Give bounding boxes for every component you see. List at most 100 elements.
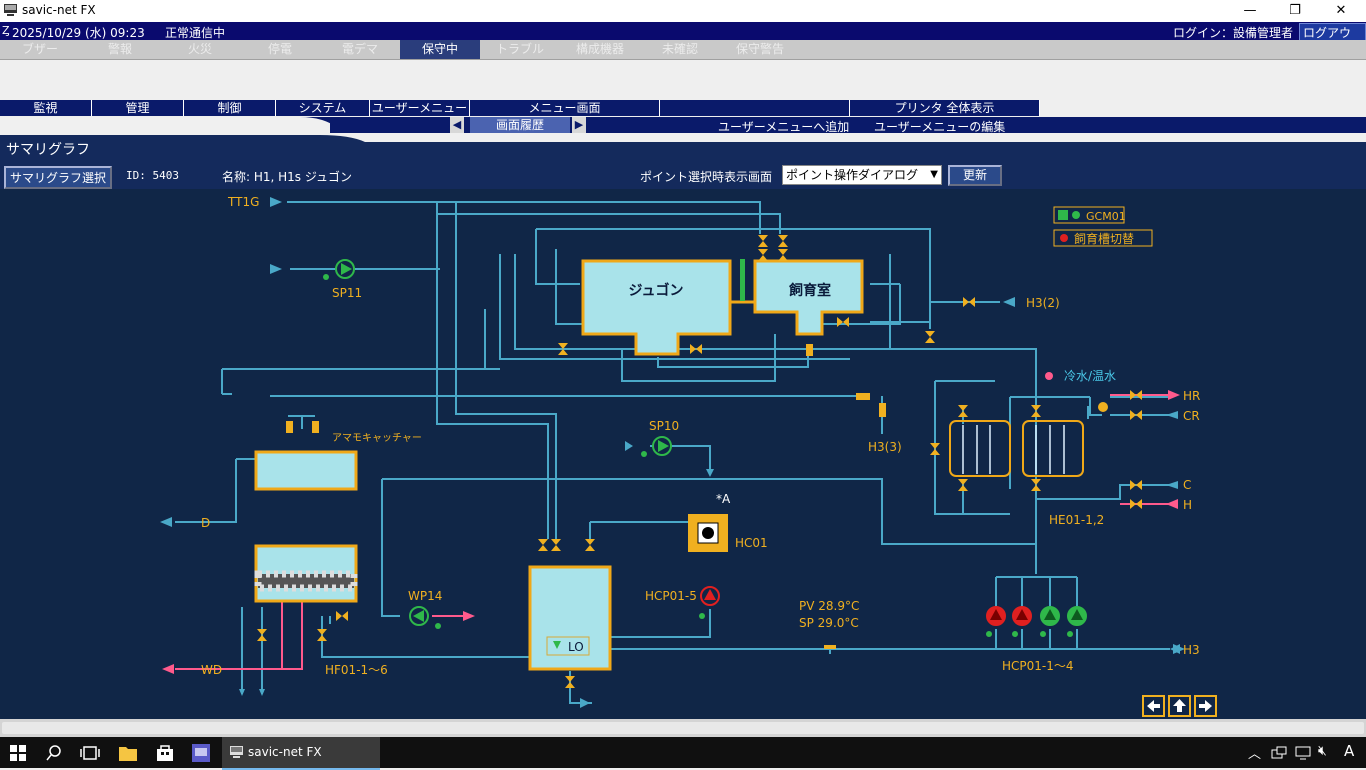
label-pv: PV 28.9°C (799, 599, 859, 613)
window-titlebar: savic-net FX — ❐ ✕ (0, 0, 1366, 22)
pump-hcp01-5[interactable] (699, 586, 720, 619)
menu-monitor[interactable]: 監視 (0, 100, 92, 116)
label-tt1g: TT1G (227, 195, 259, 209)
label-wd: WD (201, 663, 222, 677)
pump-hcp01-3[interactable] (1040, 606, 1060, 637)
alarm-tab-alarm[interactable]: 警報 (107, 42, 132, 56)
nav-right-button[interactable] (1194, 695, 1217, 717)
graph-name: 名称: H1, H1s ジュゴン (222, 170, 353, 184)
menu-manage[interactable]: 管理 (92, 100, 184, 116)
message-area (0, 60, 1366, 100)
taskbar-app-label: savic-net FX (248, 745, 322, 759)
controller-hc01[interactable] (688, 514, 728, 552)
point-display-select[interactable]: ポイント操作ダイアログ ▼ (782, 165, 942, 185)
label-h: H (1183, 498, 1192, 512)
add-user-menu-link[interactable]: ユーザーメニューへ追加 (718, 120, 850, 134)
horizontal-scrollbar[interactable] (0, 719, 1366, 737)
alarm-tab-maintenance[interactable]: 保守中 (400, 40, 480, 59)
chill-indicator-icon (1045, 372, 1053, 380)
signal-icon: Ȥ (2, 24, 10, 37)
store-icon[interactable] (156, 744, 174, 762)
search-icon[interactable] (46, 745, 62, 761)
pump-sp10[interactable] (641, 436, 672, 457)
heat-exchanger (949, 420, 1084, 477)
legend-gcm01: GCM01 (1086, 210, 1126, 223)
menu-menu-screen[interactable]: メニュー画面 (470, 100, 660, 116)
page-title: サマリグラフ (6, 142, 90, 158)
graph-toolbar: サマリグラフ選択 ID: 5403 名称: H1, H1s ジュゴン ポイント選… (0, 161, 1366, 189)
app-icon (4, 4, 17, 16)
tank-dugong-label: ジュゴン (628, 282, 683, 299)
history-back-icon[interactable]: ◀ (450, 117, 464, 133)
point-display-label: ポイント選択時表示画面 (640, 170, 773, 184)
label-wp14: WP14 (408, 589, 442, 603)
plant-diagram: ジュゴン 飼育室 LO (0, 189, 1366, 719)
plant-diagram-svg: ジュゴン 飼育室 LO (160, 195, 1217, 717)
label-hf01: HF01-1～6 (325, 663, 388, 677)
scrollbar-thumb[interactable] (2, 722, 1364, 734)
summary-select-button[interactable]: サマリグラフ選択 (4, 166, 113, 189)
display-icon[interactable] (1295, 746, 1311, 760)
label-hcp01-5: HCP01-5 (645, 589, 697, 603)
point-display-value: ポイント操作ダイアログ (786, 168, 919, 182)
legend-switch: 飼育槽切替 (1074, 231, 1134, 246)
alarm-tab-demand[interactable]: 電デマ (341, 42, 378, 56)
flow-arrows (160, 197, 1185, 708)
taskbar-app-savic[interactable]: savic-net FX (222, 737, 380, 770)
savic-app-icon (230, 746, 243, 758)
label-sp10: SP10 (649, 419, 679, 433)
menu-empty[interactable] (660, 100, 850, 116)
ime-indicator[interactable]: A (1344, 742, 1355, 760)
tray-chevron-icon[interactable]: ︿ (1248, 747, 1262, 762)
pump-hcp01-2[interactable] (1012, 606, 1032, 637)
pump-sp11[interactable] (323, 259, 355, 280)
menu-system[interactable]: システム (276, 100, 370, 116)
sub-toolbar-dark: ◀ 画面履歴 ▶ ユーザーメニューへ追加 ユーザーメニューの編集 (330, 117, 1366, 134)
history-forward-icon[interactable]: ▶ (572, 117, 586, 133)
chevron-down-icon: ▼ (930, 169, 938, 180)
label-star-a: *A (716, 492, 731, 506)
nav-left-button[interactable] (1142, 695, 1165, 717)
minimize-button[interactable]: — (1243, 3, 1257, 18)
nav-up-button[interactable] (1168, 695, 1191, 717)
task-view-icon[interactable] (80, 745, 100, 761)
label-chill: 冷水/温水 (1064, 369, 1116, 383)
history-button[interactable]: 画面履歴 (470, 117, 570, 133)
pump-hcp01-4[interactable] (1067, 606, 1087, 637)
alarm-tab-unconfirmed[interactable]: 未確認 (661, 42, 698, 56)
label-amamo: アマモキャッチャー (332, 432, 422, 444)
alarm-tab-buzzer[interactable]: ブザー (21, 42, 58, 56)
file-explorer-icon[interactable] (119, 745, 137, 761)
label-c: C (1183, 478, 1191, 492)
windows-start-icon[interactable] (10, 745, 26, 761)
volume-icon[interactable]: 🔇︎ (1318, 743, 1327, 759)
alarm-tab-fire[interactable]: 火災 (187, 42, 212, 56)
alarm-tab-components[interactable]: 構成機器 (575, 42, 624, 56)
menu-curve-decoration (300, 117, 380, 135)
graph-id: ID: 5403 (126, 169, 179, 182)
menu-control[interactable]: 制御 (184, 100, 276, 116)
edit-user-menu-link[interactable]: ユーザーメニューの編集 (874, 120, 1006, 134)
level-lo-label: LO (568, 640, 584, 654)
label-h3-3: H3(3) (868, 440, 902, 454)
main-menu: 監視 管理 制御 システム ユーザーメニュー メニュー画面 プリンタ 全体表示 (0, 100, 1366, 117)
alarm-tab-maintenance-warning[interactable]: 保守警告 (735, 42, 784, 56)
taskbar: savic-net FX ︿ 🔇︎ A (0, 737, 1366, 770)
pink-arrows (162, 390, 1180, 674)
label-cr: CR (1183, 409, 1200, 423)
status-bar: Ȥ 2025/10/29 (水) 09:23 正常通信中 ログイン：設備管理者 … (0, 22, 1366, 59)
maximize-button[interactable]: ❐ (1289, 3, 1301, 18)
menu-printer-overview[interactable]: プリンタ 全体表示 (850, 100, 1040, 116)
menu-user-menu[interactable]: ユーザーメニュー (370, 100, 470, 116)
close-button[interactable]: ✕ (1335, 3, 1347, 18)
refresh-button[interactable]: 更新 (948, 165, 1002, 186)
comm-status: 正常通信中 (165, 26, 226, 40)
alarm-tab-power-outage[interactable]: 停電 (267, 42, 292, 56)
lower-tank: LO (528, 565, 612, 671)
network-icon[interactable] (1271, 746, 1287, 760)
pump-wp14[interactable] (409, 606, 441, 629)
alarm-tab-trouble[interactable]: トラブル (495, 42, 544, 56)
pump-hcp01-1[interactable] (986, 606, 1006, 637)
app-pinned-icon[interactable] (192, 744, 210, 762)
window-title: savic-net FX (22, 3, 96, 17)
